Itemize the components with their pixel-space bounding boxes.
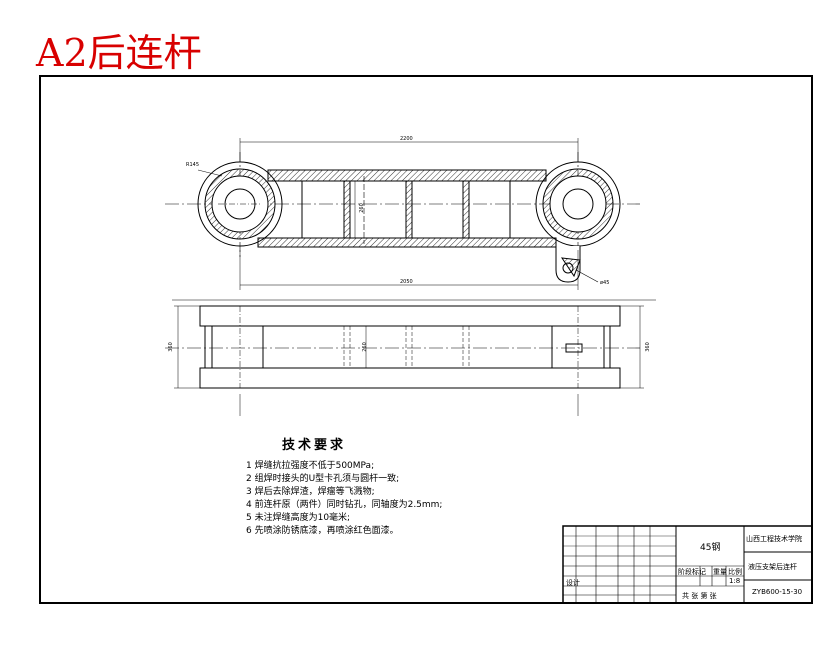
note-item: 5 未注焊缝高度为10毫米; bbox=[246, 513, 351, 523]
note-item: 3 焊后去除焊渣，焊瘤等飞溅物; bbox=[246, 487, 375, 497]
note-item: 2 组焊时接头的U型卡孔须与圆杆一致; bbox=[246, 474, 400, 484]
tb-sheet-info: 共 张 第 张 bbox=[682, 592, 717, 600]
upper-plate bbox=[267, 169, 547, 182]
right-height-label: 360 bbox=[644, 342, 651, 352]
radius-leader bbox=[197, 169, 223, 177]
note-item: 1 焊缝抗拉强度不低于500MPa; bbox=[246, 461, 375, 471]
tb-part-name: 液压支架后连杆 bbox=[748, 563, 797, 571]
top-view-upper-bar bbox=[199, 305, 621, 327]
front-view bbox=[165, 138, 640, 290]
lower-plate bbox=[257, 237, 557, 248]
right-lug-slot bbox=[565, 343, 583, 353]
lug-weld bbox=[560, 257, 581, 278]
tb-weight-label: 重量 bbox=[713, 568, 727, 576]
top-length-dim-label: 2200 bbox=[400, 136, 413, 142]
tb-designer: 设计 bbox=[566, 579, 580, 587]
note-item: 6 先喷涂防锈底漆，再喷涂红色面漆。 bbox=[246, 526, 399, 536]
tb-scale: 1:8 bbox=[729, 577, 741, 585]
note-item: 4 前连杆原（两件）同时钻孔，同轴度为2.5mm; bbox=[246, 500, 443, 510]
technical-notes: 技术要求 1 焊缝抗拉强度不低于500MPa; 2 组焊时接头的U型卡孔须与圆杆… bbox=[246, 434, 442, 538]
mid-height-label: 260 bbox=[361, 342, 368, 352]
tb-scale-label: 比例 bbox=[728, 568, 742, 576]
tb-material: 45钢 bbox=[700, 543, 721, 553]
hole-note-label: ø45 bbox=[600, 280, 610, 286]
right-block bbox=[551, 325, 611, 369]
radius-note-label: R145 bbox=[186, 162, 200, 168]
rib-1 bbox=[343, 180, 351, 239]
left-height-label: 360 bbox=[167, 342, 174, 352]
top-view bbox=[165, 299, 656, 416]
right-pin-hole bbox=[562, 188, 594, 220]
tb-company: 山西工程技术学院 bbox=[746, 535, 802, 543]
rib-3 bbox=[462, 180, 470, 239]
center-mark-label: 260 bbox=[358, 203, 365, 213]
rib-2 bbox=[405, 180, 413, 239]
lug-leader bbox=[575, 269, 599, 283]
sheet-title: A2后连杆 bbox=[36, 31, 202, 75]
tb-drawing-no: ZYB600-15-30 bbox=[752, 588, 803, 596]
lower-length-dim-label: 2050 bbox=[400, 279, 413, 285]
title-block bbox=[562, 525, 813, 604]
title-block-frame bbox=[562, 525, 813, 604]
left-block bbox=[204, 325, 264, 369]
top-view-lower-bar bbox=[199, 367, 621, 389]
technical-notes-title: 技术要求 bbox=[282, 438, 347, 453]
tb-stage-label: 阶段标记 bbox=[678, 568, 706, 576]
